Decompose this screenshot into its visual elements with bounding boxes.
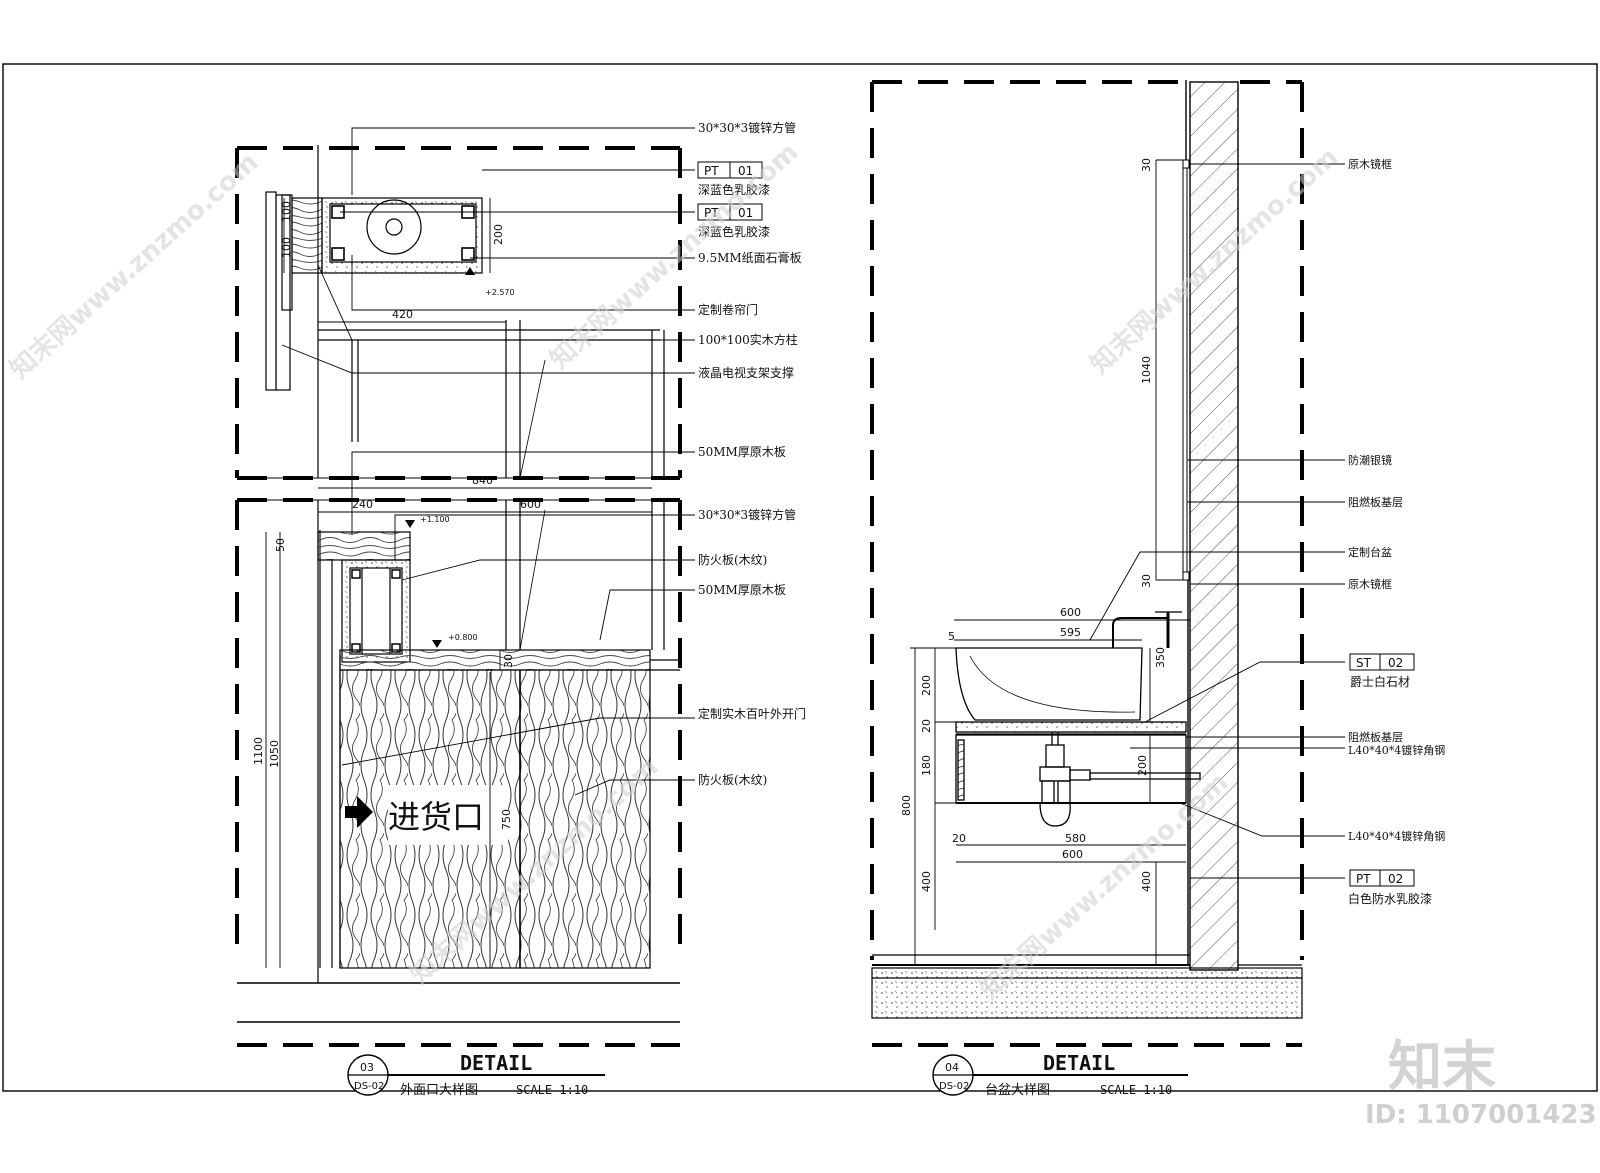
detail-title: 台盆大样图 xyxy=(985,1083,1050,1098)
left-detail: 进货口 xyxy=(235,120,806,1098)
dim-text: 580 xyxy=(1065,832,1086,845)
tag-code: PT xyxy=(704,164,719,178)
callout-label: 阻燃板基层 xyxy=(1348,730,1403,744)
level-mark: +1.100 xyxy=(420,515,450,524)
tag-code: ST xyxy=(1356,656,1372,670)
callout-label: 30*30*3镀锌方管 xyxy=(698,120,796,135)
callout-label: 原木镜框 xyxy=(1348,577,1392,591)
dim-text: 400 xyxy=(920,871,933,892)
dim-text: 600 xyxy=(1062,848,1083,861)
dim-text: 840 xyxy=(472,474,493,487)
callout-label: 防火板(木纹) xyxy=(698,552,767,567)
callout-label: 爵士白石材 xyxy=(1350,674,1410,689)
callout-label: 100*100实木方柱 xyxy=(698,332,798,347)
level-mark: +0.800 xyxy=(448,633,478,642)
dim-text: 350 xyxy=(1154,647,1167,668)
brand-logo: 知末 xyxy=(1388,1035,1496,1098)
dim-text: 240 xyxy=(352,498,373,511)
right-dashed-frame xyxy=(870,80,1304,1047)
dim-text: 200 xyxy=(920,675,933,696)
dim-text: 100 xyxy=(280,201,293,222)
watermark-text: 知末网www.znzmo.com xyxy=(5,147,265,385)
dim-text: 800 xyxy=(900,795,913,816)
callout-label: 50MM厚原木板 xyxy=(698,445,786,459)
dim-text: 5 xyxy=(948,630,955,643)
callout-label: 50MM厚原木板 xyxy=(698,583,786,597)
wall-section xyxy=(1189,81,1239,971)
dim-text: 1040 xyxy=(1140,356,1153,384)
detail-number: 03 xyxy=(360,1061,374,1074)
dim-text: 595 xyxy=(1060,626,1081,639)
callout-label: 定制卷帘门 xyxy=(698,302,758,317)
callout-label: 定制实木百叶外开门 xyxy=(698,706,806,721)
callout-label: 9.5MM纸面石膏板 xyxy=(698,250,802,265)
intake-sign: 进货口 xyxy=(388,798,484,836)
detail-heading: DETAIL xyxy=(1043,1051,1115,1075)
tag-number: 01 xyxy=(738,164,753,178)
watermark: 知末网www.znzmo.com 知末网www.znzmo.com 知末网www… xyxy=(5,137,1597,1130)
dim-text: 400 xyxy=(1140,871,1153,892)
right-title-block: 04 DS-02 DETAIL 台盆大样图 SCALE 1:10 xyxy=(932,1051,1188,1098)
dim-text: 750 xyxy=(500,809,513,830)
dim-text: 1100 xyxy=(252,737,265,765)
level-mark: +2.570 xyxy=(485,288,515,297)
tag-number: 01 xyxy=(738,206,753,220)
dim-text: 600 xyxy=(520,498,541,511)
arrow-right-icon xyxy=(345,796,373,828)
detail-scale: SCALE 1:10 xyxy=(1100,1083,1172,1097)
callout-label: 液晶电视支架支撑 xyxy=(698,365,794,380)
dim-text: 20 xyxy=(952,832,966,845)
dim-text: 1050 xyxy=(268,740,281,768)
callout-label: 深蓝色乳胶漆 xyxy=(698,224,770,239)
dim-text: 20 xyxy=(920,719,933,733)
dim-text: 30 xyxy=(1140,158,1153,172)
dim-text: 200 xyxy=(492,224,505,245)
material-tag xyxy=(1349,653,1415,671)
detail-number: 04 xyxy=(945,1061,959,1074)
dim-text: 30 xyxy=(1140,574,1153,588)
tag-number: 02 xyxy=(1388,656,1403,670)
detail-title: 外面口大样图 xyxy=(400,1083,478,1098)
detail-scale: SCALE 1:10 xyxy=(516,1083,588,1097)
callout-label: 深蓝色乳胶漆 xyxy=(698,182,770,197)
dim-text: 600 xyxy=(1060,606,1081,619)
dim-text: 30 xyxy=(502,654,515,668)
right-detail: 30 1040 30 600 595 5 350 200 20 180 200 … xyxy=(870,80,1445,1098)
sheet-ref: DS-02 xyxy=(354,1081,384,1092)
callout-label: 阻燃板基层 xyxy=(1348,495,1403,509)
dim-text: 180 xyxy=(920,755,933,776)
tag-code: PT xyxy=(1356,872,1371,886)
sheet-border xyxy=(2,63,1598,1092)
dim-text: 100 xyxy=(280,237,293,258)
detail-heading: DETAIL xyxy=(460,1051,532,1075)
callout-label: 30*30*3镀锌方管 xyxy=(698,507,796,522)
dim-text: 420 xyxy=(392,308,413,321)
callout-label: 白色防水乳胶漆 xyxy=(1348,891,1432,906)
dim-text: 50 xyxy=(274,538,287,552)
callout-label: 防火板(木纹) xyxy=(698,772,767,787)
callout-label: L40*40*4镀锌角钢 xyxy=(1348,743,1445,757)
left-title-block: 03 DS-02 DETAIL 外面口大样图 SCALE 1:10 xyxy=(347,1051,605,1098)
dim-text: 200 xyxy=(1136,755,1149,776)
callout-label: 原木镜框 xyxy=(1348,157,1392,171)
tag-number: 02 xyxy=(1388,872,1403,886)
image-id: ID: 1107001423 xyxy=(1365,1100,1597,1130)
sheet-ref: DS-02 xyxy=(939,1081,969,1092)
callout-label: 定制台盆 xyxy=(1348,545,1392,559)
callout-label: L40*40*4镀锌角钢 xyxy=(1348,829,1445,843)
material-tag xyxy=(1349,869,1415,887)
tag-code: PT xyxy=(704,206,719,220)
callout-label: 防潮银镜 xyxy=(1348,453,1392,467)
